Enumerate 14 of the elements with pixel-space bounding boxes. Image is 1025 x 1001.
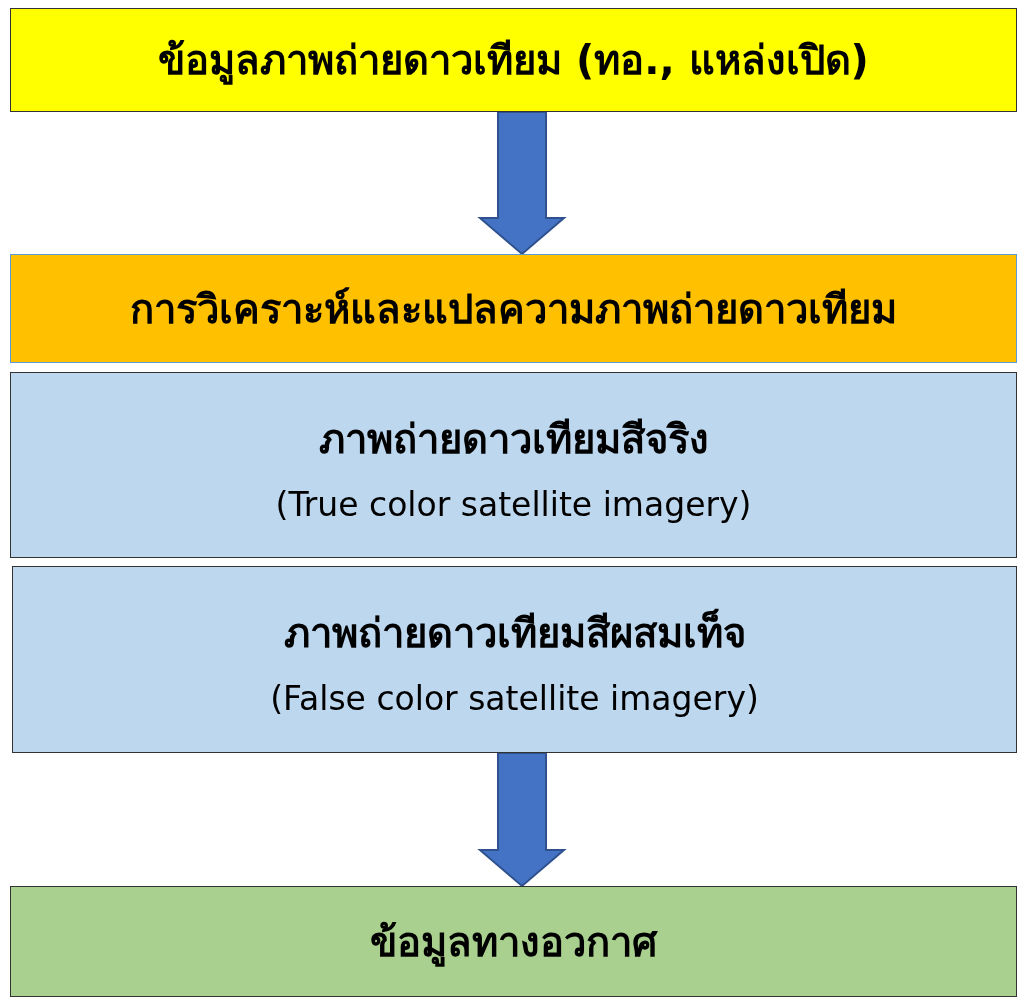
box-heading: ข้อมูลทางอวกาศ: [370, 917, 657, 969]
process-box: [10, 886, 1017, 997]
box-subtitle: (False color satellite imagery): [270, 679, 759, 718]
process-box: [10, 8, 1017, 112]
block-arrow: [477, 111, 567, 256]
process-box: [12, 566, 1017, 753]
box-subtitle: (True color satellite imagery): [275, 484, 752, 524]
box-heading: ภาพถ่ายดาวเทียมสีผสมเท็จ: [283, 607, 746, 658]
process-box: [10, 372, 1017, 558]
box-heading: ข้อมูลภาพถ่ายดาวเทียม (ทอ., แหล่งเปิด): [158, 36, 869, 87]
box-heading: ภาพถ่ายดาวเทียมสีจริง: [318, 414, 709, 464]
process-box: [10, 254, 1017, 363]
box-heading: การวิเคราะห์และแปลความภาพถ่ายดาวเทียม: [130, 284, 897, 334]
block-arrow: [477, 752, 567, 888]
